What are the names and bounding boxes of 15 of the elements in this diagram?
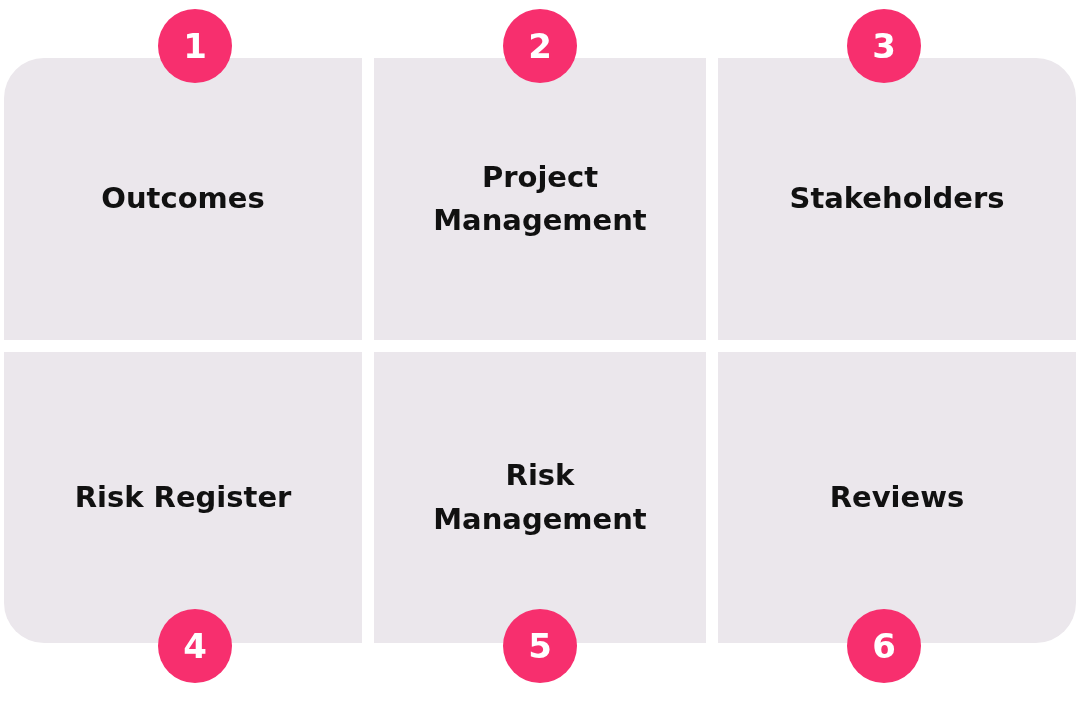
tile-label: Outcomes bbox=[101, 180, 265, 218]
grid-tile bbox=[4, 58, 362, 340]
number-badge: 2 bbox=[503, 9, 577, 83]
number-badge: 4 bbox=[158, 609, 232, 683]
grid-tile bbox=[374, 58, 706, 340]
number-badge: 5 bbox=[503, 609, 577, 683]
tile-label: Risk Management bbox=[432, 457, 648, 538]
tile-label: Reviews bbox=[829, 478, 965, 516]
grid-tile bbox=[718, 58, 1076, 340]
number-badge: 6 bbox=[847, 609, 921, 683]
number-badge: 1 bbox=[158, 9, 232, 83]
tile-label: Risk Register bbox=[74, 478, 292, 516]
tile-label: Stakeholders bbox=[789, 180, 1005, 218]
number-badge: 3 bbox=[847, 9, 921, 83]
tile-label: Project Management bbox=[432, 158, 648, 239]
